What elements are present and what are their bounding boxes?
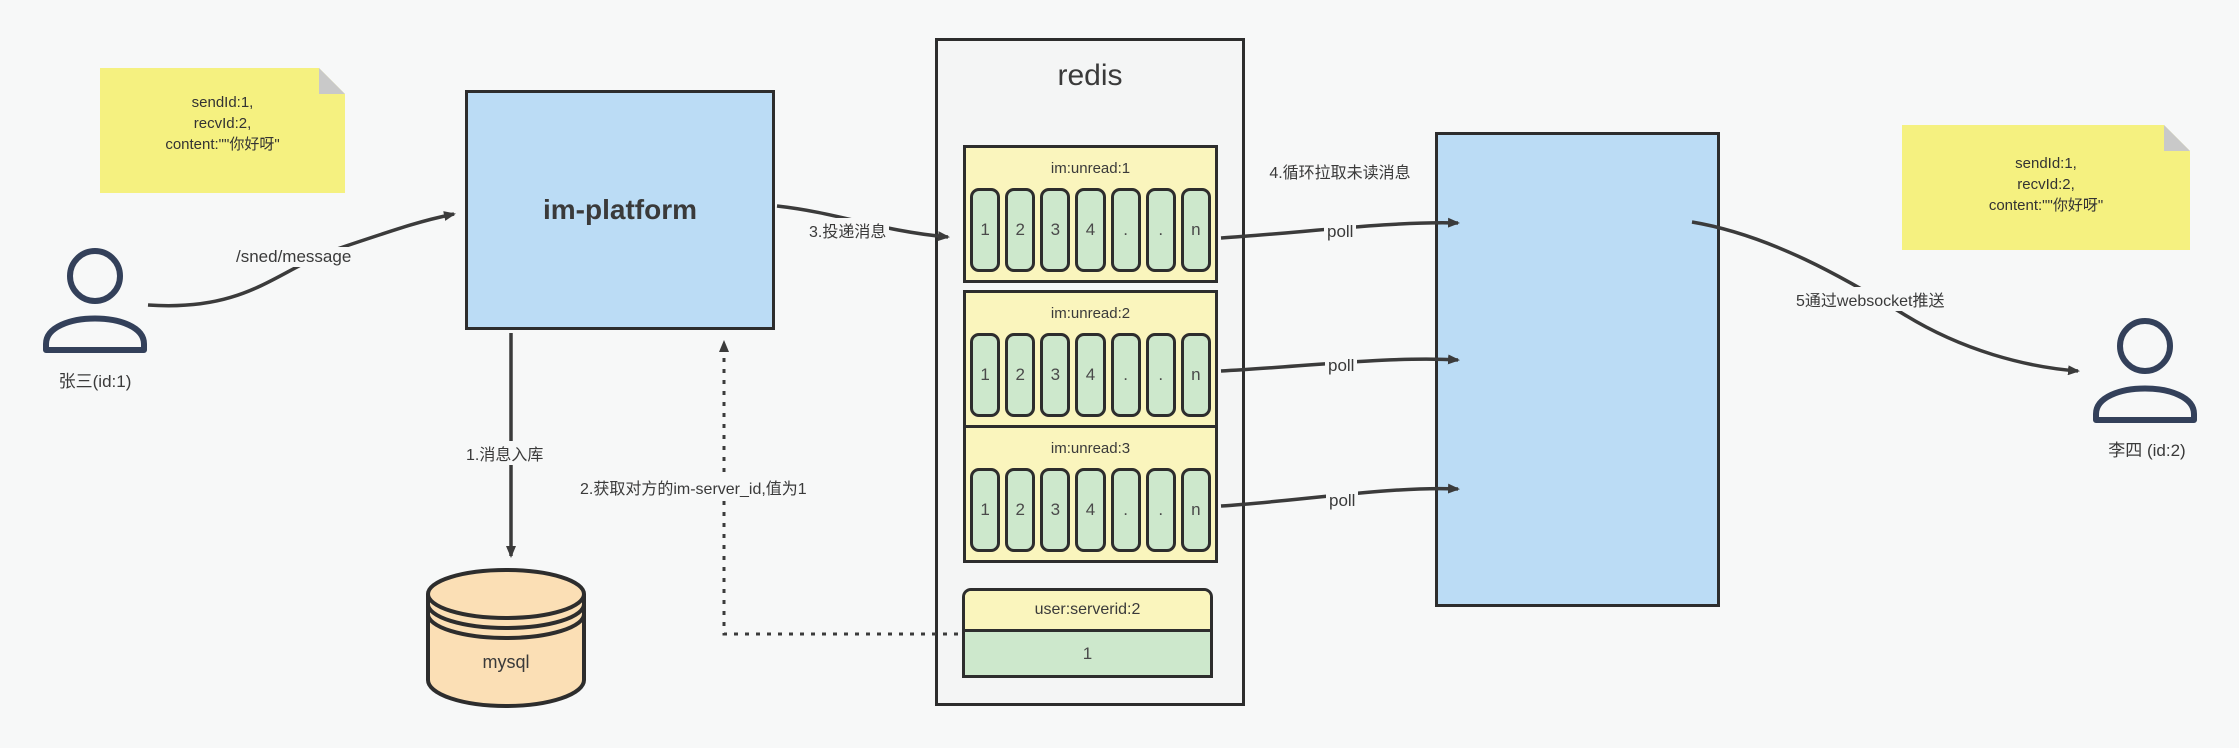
note-line: content:""你好呀" (1988, 197, 2104, 214)
queue-cells: 1 2 3 4 . . n (966, 188, 1215, 272)
queue-cell: 4 (1075, 468, 1106, 552)
note-line: recvId:2, (2017, 176, 2075, 193)
queue-name: im:unread:1 (1050, 159, 1131, 177)
queue-cell: 1 (970, 188, 1001, 272)
edge-label-poll-2: poll (1325, 356, 1358, 376)
queue-cell: 2 (1005, 468, 1036, 552)
person-sender-label: 张三(id:1) (58, 372, 132, 391)
edge-label-step3: 3.投递消息 (806, 218, 890, 242)
queue-cell: n (1180, 468, 1211, 552)
sticky-note-right: sendId:1, recvId:2, content:""你好呀" (1902, 125, 2190, 250)
kv-value: 1 (965, 632, 1210, 675)
queue-cell: 2 (1005, 188, 1036, 272)
note-line: sendId:1, (191, 94, 254, 111)
queue-cell: 1 (970, 333, 1001, 417)
queue-cell: 4 (1075, 188, 1106, 272)
im-server-cluster (1435, 132, 1720, 607)
queue-cell: n (1180, 188, 1211, 272)
queue-cell: . (1145, 188, 1176, 272)
queue-cell: . (1110, 188, 1141, 272)
edge-label-poll-1: poll (1324, 222, 1357, 242)
person-receiver-icon (2093, 318, 2197, 423)
queue-cell: 3 (1040, 188, 1071, 272)
queue-im-unread-1: im:unread:1 1 2 3 4 . . n (963, 145, 1218, 283)
queue-cell: 4 (1075, 333, 1106, 417)
mysql-label: mysql (482, 652, 530, 672)
queue-cells: 1 2 3 4 . . n (966, 333, 1215, 417)
queue-im-unread-3: im:unread:3 1 2 3 4 . . n (963, 425, 1218, 563)
queue-cell: . (1110, 468, 1141, 552)
note-line: content:""你好呀" (165, 136, 280, 153)
queue-cell: 1 (970, 468, 1001, 552)
im-platform-label: im-platform (543, 194, 697, 225)
queue-cell: 3 (1040, 468, 1071, 552)
queue-cell: . (1145, 468, 1176, 552)
im-platform-node: im-platform (465, 90, 775, 330)
queue-im-unread-2: im:unread:2 1 2 3 4 . . n (963, 290, 1218, 428)
sticky-note-left: sendId:1, recvId:2, content:""你好呀" (100, 68, 345, 193)
note-line: sendId:1, (2015, 155, 2077, 172)
edge-label-step5: 5通过websocket推送 (1793, 287, 1948, 311)
person-receiver-label: 李四 (id:2) (2108, 441, 2186, 460)
kv-user-serverid: user:serverid:2 1 (962, 588, 1213, 678)
mysql-database-icon (426, 568, 586, 708)
redis-title: redis (1057, 59, 1123, 92)
edge-label-step2: 2.获取对方的im-server_id,值为1 (577, 475, 810, 499)
queue-cell: n (1180, 333, 1211, 417)
edge-label-poll-3: poll (1326, 491, 1359, 511)
queue-name: im:unread:2 (1050, 304, 1131, 322)
queue-cell: 3 (1040, 333, 1071, 417)
note-line: recvId:2, (193, 115, 252, 132)
queue-name: im:unread:3 (1050, 439, 1131, 457)
queue-cell: 2 (1005, 333, 1036, 417)
person-sender-icon (43, 248, 147, 353)
queue-cell: . (1145, 333, 1176, 417)
queue-cells: 1 2 3 4 . . n (966, 468, 1215, 552)
edge-label-step4: 4.循环拉取未读消息 (1255, 163, 1425, 184)
edge-label-step1: 1.消息入库 (463, 441, 547, 465)
kv-key-label: user:serverid:2 (965, 591, 1210, 632)
redis-container: redis im:unread:1 1 2 3 4 . . n im:unrea… (935, 38, 1245, 706)
queue-cell: . (1110, 333, 1141, 417)
edge-label-send-message: /sned/message (233, 247, 355, 267)
